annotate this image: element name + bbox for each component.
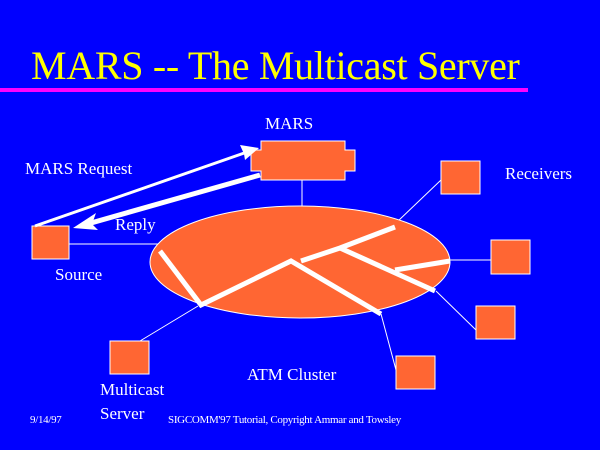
footer-date: 9/14/97 (30, 414, 62, 426)
receiver-3-link (435, 290, 477, 331)
reply-arrow (83, 172, 261, 228)
mars-label: MARS (265, 114, 314, 133)
cluster-path-branch-2 (394, 258, 451, 273)
multicast-server-node[interactable] (109, 340, 150, 375)
reply-label: Reply (115, 215, 156, 234)
atm-cluster-label: ATM Cluster (247, 365, 337, 384)
receivers-label: Receivers (505, 164, 573, 183)
footer-copyright: SIGCOMM'97 Tutorial, Copyright Ammar and… (168, 414, 401, 426)
source-label: Source (55, 265, 103, 284)
cluster-path-server (158, 249, 383, 317)
mars-server-node[interactable] (250, 140, 356, 181)
multicast-server-label-line2: Server (100, 404, 145, 423)
receiver-4-link (380, 313, 397, 371)
reply-arrowhead (73, 213, 98, 230)
multicast-server-label-line1: Multicast (100, 380, 165, 399)
server-to-cluster-link (139, 305, 199, 342)
title-rule (0, 88, 528, 92)
source-node[interactable] (31, 225, 70, 260)
receiver-node[interactable] (475, 305, 516, 340)
mars-request-label: MARS Request (25, 159, 133, 178)
receiver-node[interactable] (490, 239, 531, 275)
mars-request-arrowhead (240, 145, 259, 160)
slide-title: MARS -- The Multicast Server (31, 43, 520, 88)
mars-request-arrow (34, 149, 251, 228)
receiver-node[interactable] (440, 160, 481, 195)
receiver-node[interactable] (395, 355, 436, 390)
cluster-path-branch (338, 245, 437, 294)
receiver-1-link (396, 179, 442, 223)
